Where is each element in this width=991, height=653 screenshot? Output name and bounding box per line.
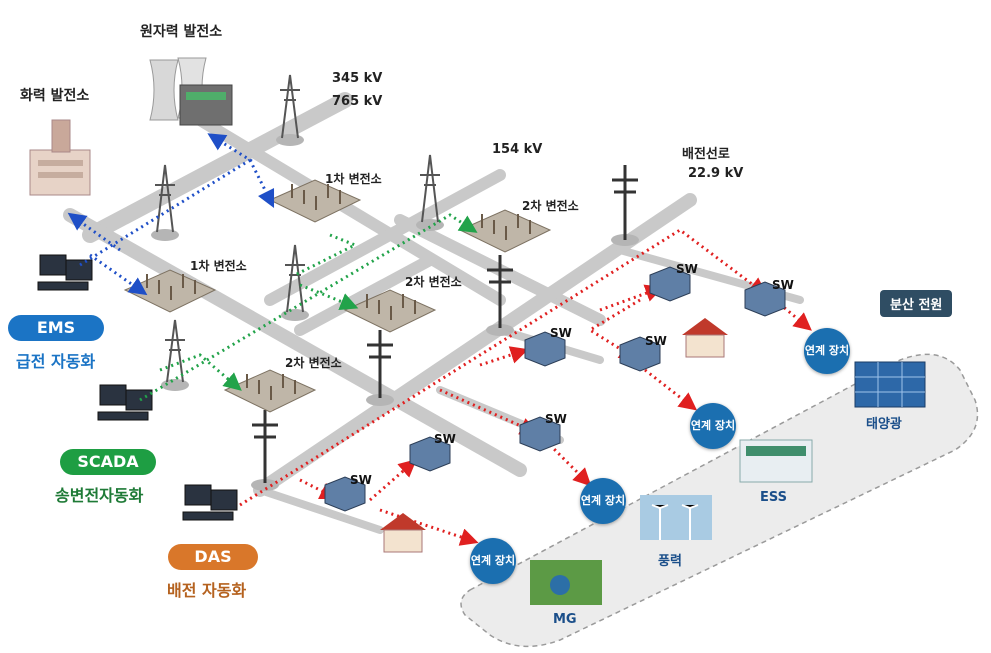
solar-label: 태양광	[866, 417, 902, 432]
switch-boxes	[324, 266, 786, 512]
switch-label: SW	[550, 326, 572, 340]
substation-2nd-c-label: 2차 변전소	[285, 356, 342, 370]
distributed-power-label: 분산 전원	[880, 290, 953, 317]
scada-links	[139, 213, 478, 402]
wind-label: 풍력	[658, 554, 682, 569]
switch-label: SW	[772, 278, 794, 292]
link-device-2: 연계 장치	[690, 403, 736, 449]
nuclear-plant-graphic	[149, 57, 233, 126]
ess-label: ESS	[760, 490, 788, 505]
scada-badge: SCADA	[60, 449, 156, 475]
ems-badge: EMS	[8, 315, 104, 341]
voltage-154-label: 154 kV	[492, 142, 543, 157]
distribution-poles	[252, 165, 638, 483]
das-badge-text: DAS	[194, 547, 232, 566]
switch-label: SW	[545, 412, 567, 426]
nuclear-plant-label: 원자력 발전소	[140, 24, 223, 40]
scada-caption: 송변전자동화	[55, 486, 144, 505]
operator-consoles	[37, 254, 238, 521]
switch-label: SW	[676, 262, 698, 276]
ems-links	[67, 133, 275, 296]
mg-label: MG	[553, 612, 577, 627]
ems-badge-text: EMS	[36, 318, 76, 337]
substation-2nd-a-label: 2차 변전소	[522, 199, 579, 213]
das-caption: 배전 자동화	[167, 581, 247, 600]
switch-label: SW	[350, 473, 372, 487]
source-graphics	[530, 361, 926, 605]
ems-caption: 급전 자동화	[16, 352, 96, 371]
thermal-plant-label: 화력 발전소	[20, 88, 90, 104]
voltage-765-label: 765 kV	[332, 94, 383, 109]
substation-1st-a-label: 1차 변전소	[325, 172, 382, 186]
houses	[380, 318, 728, 553]
switch-label: SW	[645, 334, 667, 348]
thermal-plant-graphic	[29, 119, 91, 196]
substation-2nd-b-label: 2차 변전소	[405, 275, 462, 289]
transmission-towers	[155, 74, 440, 383]
das-badge: DAS	[168, 544, 258, 570]
link-device-3: 연계 장치	[580, 478, 626, 524]
substation-1st-b-label: 1차 변전소	[190, 259, 247, 273]
link-device-1: 연계 장치	[804, 328, 850, 374]
voltage-345-label: 345 kV	[332, 71, 383, 86]
voltage-22-9-label: 22.9 kV	[688, 166, 744, 181]
scada-badge-text: SCADA	[77, 452, 139, 471]
link-device-4: 연계 장치	[470, 538, 516, 584]
distribution-line-label: 배전선로	[682, 147, 730, 162]
switch-label: SW	[434, 432, 456, 446]
